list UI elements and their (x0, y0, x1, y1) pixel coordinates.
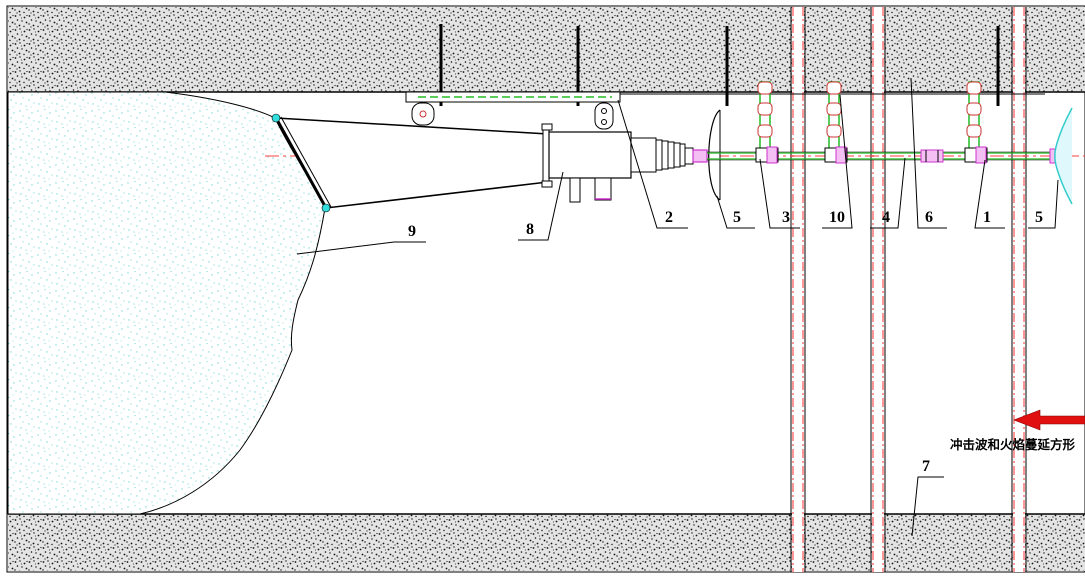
section-breaks (790, 7, 1027, 572)
pipe-hanger-3 (964, 81, 988, 164)
pipe-hanger-2 (824, 81, 848, 164)
drill-cone (271, 113, 708, 213)
part-label: 5 (1035, 209, 1043, 226)
part-label: 3 (782, 209, 790, 226)
part-label: 2 (665, 209, 673, 226)
part-label: 8 (526, 221, 534, 238)
propagation-arrow (1013, 409, 1085, 431)
floor-rock-stratum (8, 514, 1085, 571)
part-label: 1 (983, 209, 991, 226)
shield-plate-right (1054, 107, 1073, 205)
label-leaders (296, 77, 1059, 537)
part-labels: 2 5 3 10 4 6 1 5 8 9 7 (408, 209, 1043, 475)
propagation-direction-text: 冲击波和火焰蔓延方形 (950, 437, 1076, 452)
pipe-hanger-1 (755, 81, 779, 164)
pipe-coupling (920, 149, 944, 163)
part-label: 4 (882, 209, 890, 226)
part-label: 7 (922, 458, 930, 475)
part-label: 6 (925, 209, 933, 226)
roof-rock-stratum (8, 7, 1085, 92)
drawing-frame (6, 5, 1085, 573)
shield-plate-left (708, 109, 721, 201)
part-label: 10 (829, 209, 845, 226)
coal-body (7, 91, 326, 515)
part-label: 5 (733, 209, 741, 226)
part-label: 9 (408, 223, 416, 240)
